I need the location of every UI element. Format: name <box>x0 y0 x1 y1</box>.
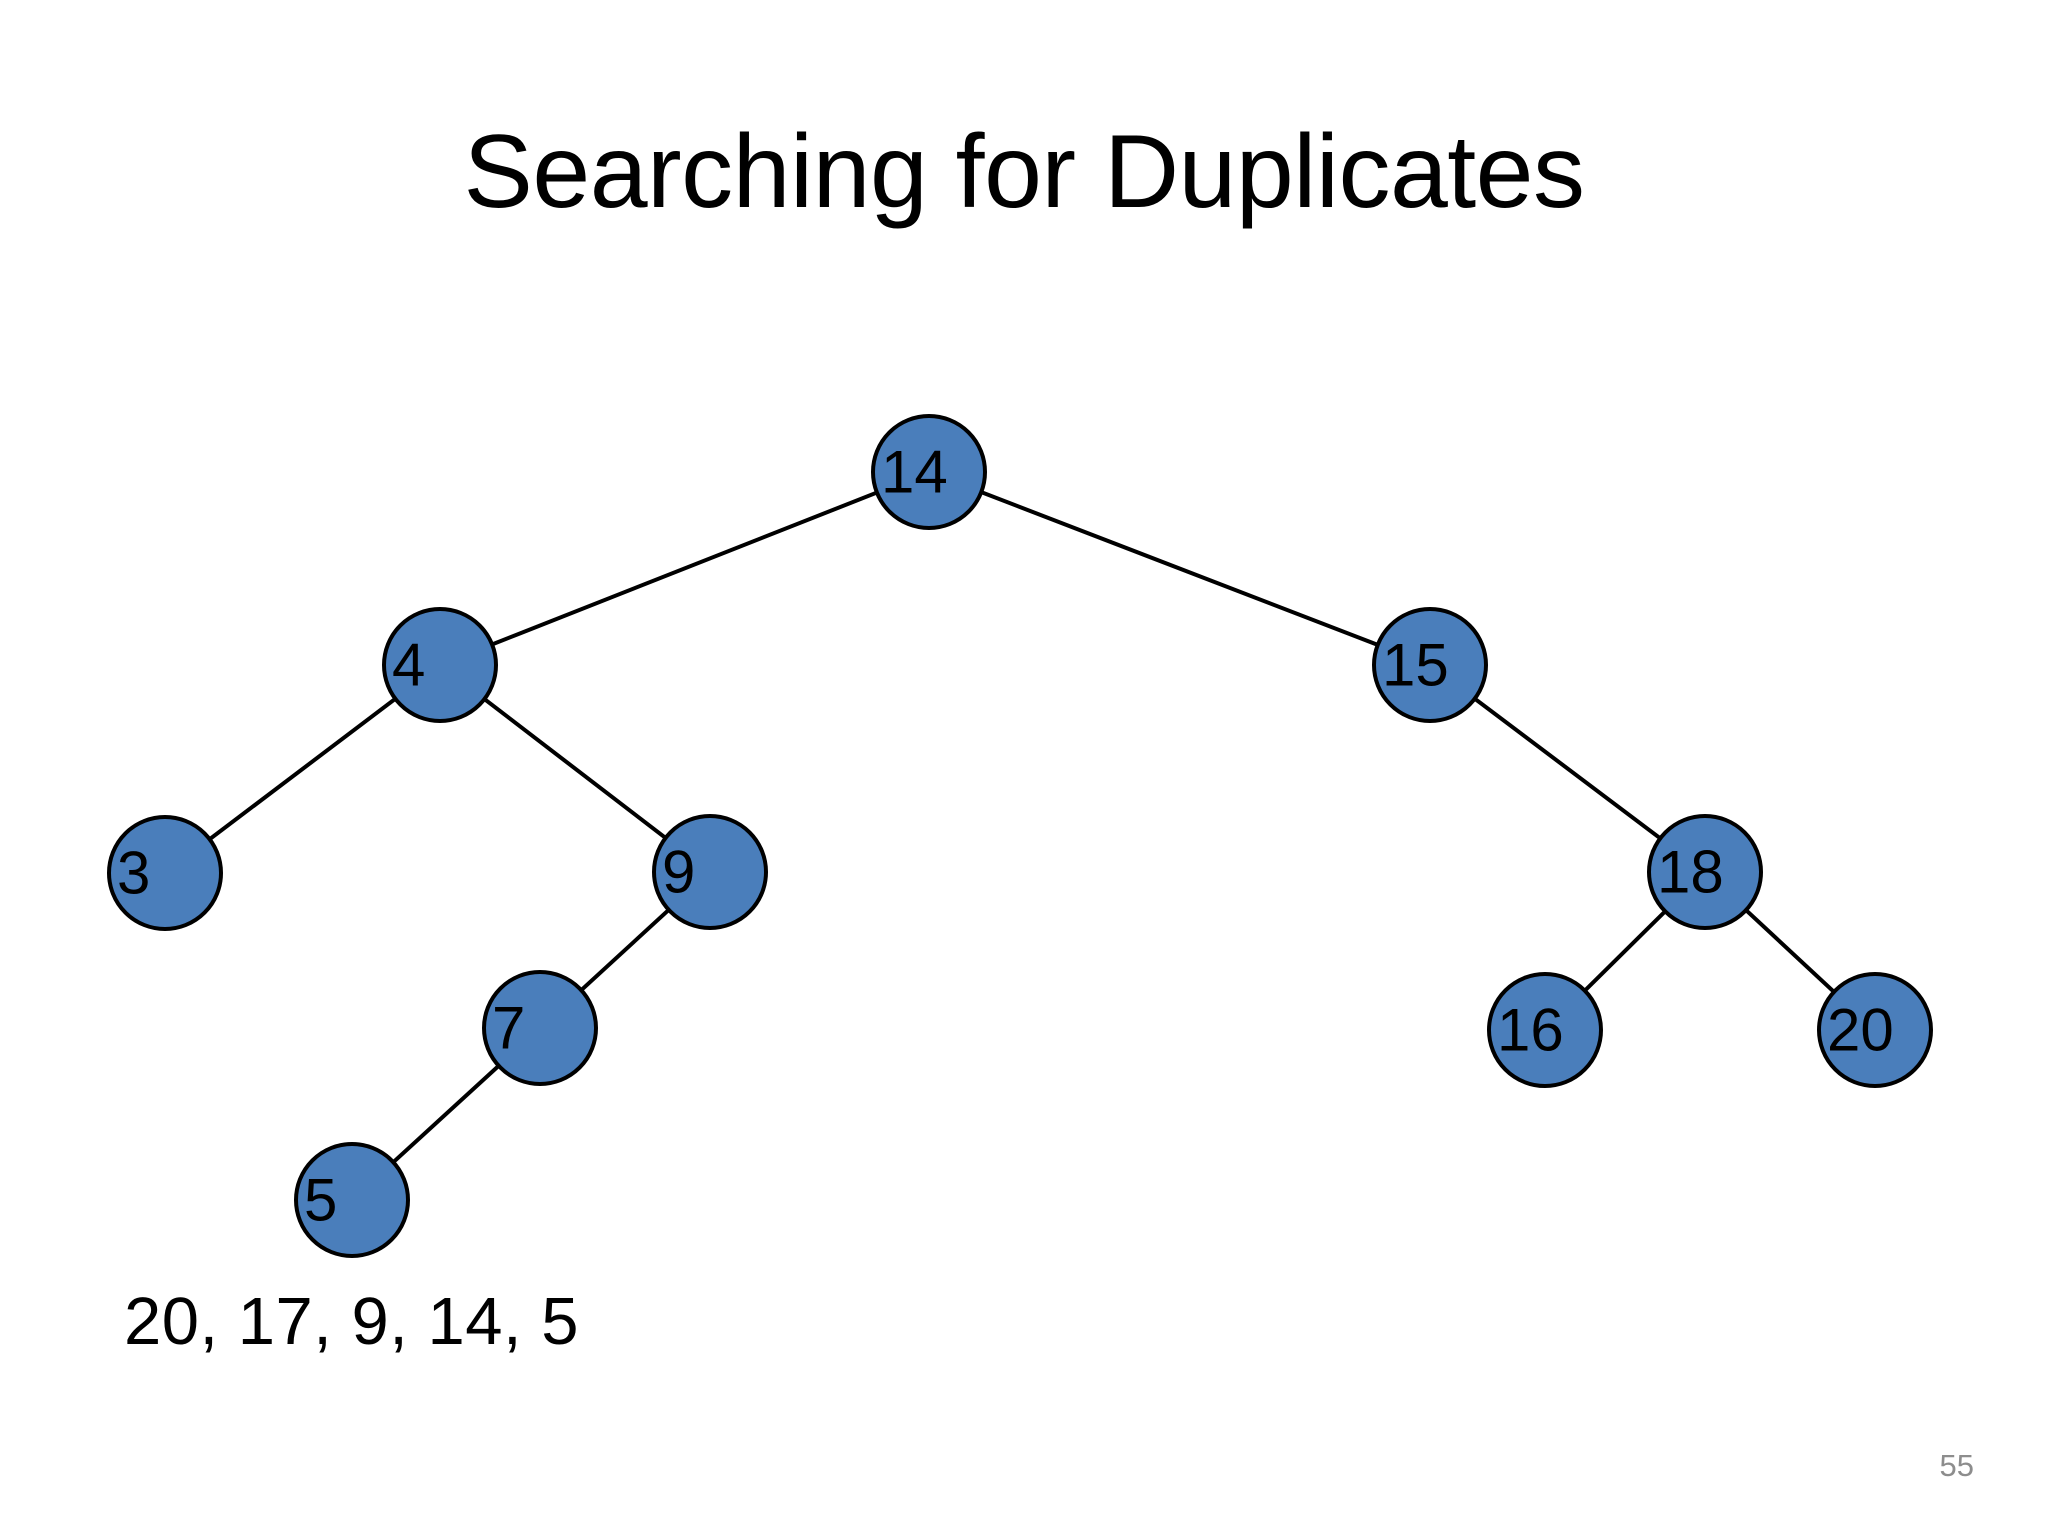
tree-node-circle-15 <box>1372 607 1488 723</box>
tree-node-label-18: 18 <box>1657 839 1724 906</box>
tree-node-circle-20 <box>1817 972 1933 1088</box>
tree-node-circle-18 <box>1647 814 1763 930</box>
tree-node-label-15: 15 <box>1382 632 1449 699</box>
tree-edge-n14-n4 <box>439 470 930 667</box>
page-title: Searching for Duplicates <box>463 114 1585 230</box>
tree-node-circle-16 <box>1487 972 1603 1088</box>
tree-node-label-3: 3 <box>117 840 150 907</box>
tree-node-label-16: 16 <box>1497 997 1564 1064</box>
tree-node-20[interactable]: 20 <box>1817 972 1933 1088</box>
tree-node-5[interactable]: 5 <box>294 1142 410 1258</box>
tree-node-14[interactable]: 14 <box>871 414 987 530</box>
tree-node-3[interactable]: 3 <box>107 815 223 931</box>
tree-node-label-9: 9 <box>662 839 695 906</box>
tree-edge-layer <box>163 470 1877 1202</box>
tree-node-16[interactable]: 16 <box>1487 972 1603 1088</box>
tree-edge-n14-n15 <box>928 470 1431 667</box>
tree-node-label-5: 5 <box>304 1167 337 1234</box>
tree-node-15[interactable]: 15 <box>1372 607 1488 723</box>
tree-node-label-7: 7 <box>492 995 525 1062</box>
tree-node-label-4: 4 <box>392 632 425 699</box>
tree-node-circle-14 <box>871 414 987 530</box>
tree-node-7[interactable]: 7 <box>482 970 598 1086</box>
search-sequence-text: 20, 17, 9, 14, 5 <box>124 1284 580 1359</box>
slide-number: 55 <box>1939 1448 1974 1483</box>
tree-node-layer: 14 4 15 3 9 18 7 16 20 5 <box>107 414 1933 1258</box>
tree-node-circle-4 <box>382 607 498 723</box>
tree-node-circle-7 <box>482 970 598 1086</box>
tree-node-circle-5 <box>294 1142 410 1258</box>
tree-node-18[interactable]: 18 <box>1647 814 1763 930</box>
tree-node-circle-3 <box>107 815 223 931</box>
tree-node-label-20: 20 <box>1827 997 1894 1064</box>
tree-node-4[interactable]: 4 <box>382 607 498 723</box>
tree-node-9[interactable]: 9 <box>652 814 768 930</box>
tree-node-label-14: 14 <box>881 439 948 506</box>
tree-node-circle-9 <box>652 814 768 930</box>
